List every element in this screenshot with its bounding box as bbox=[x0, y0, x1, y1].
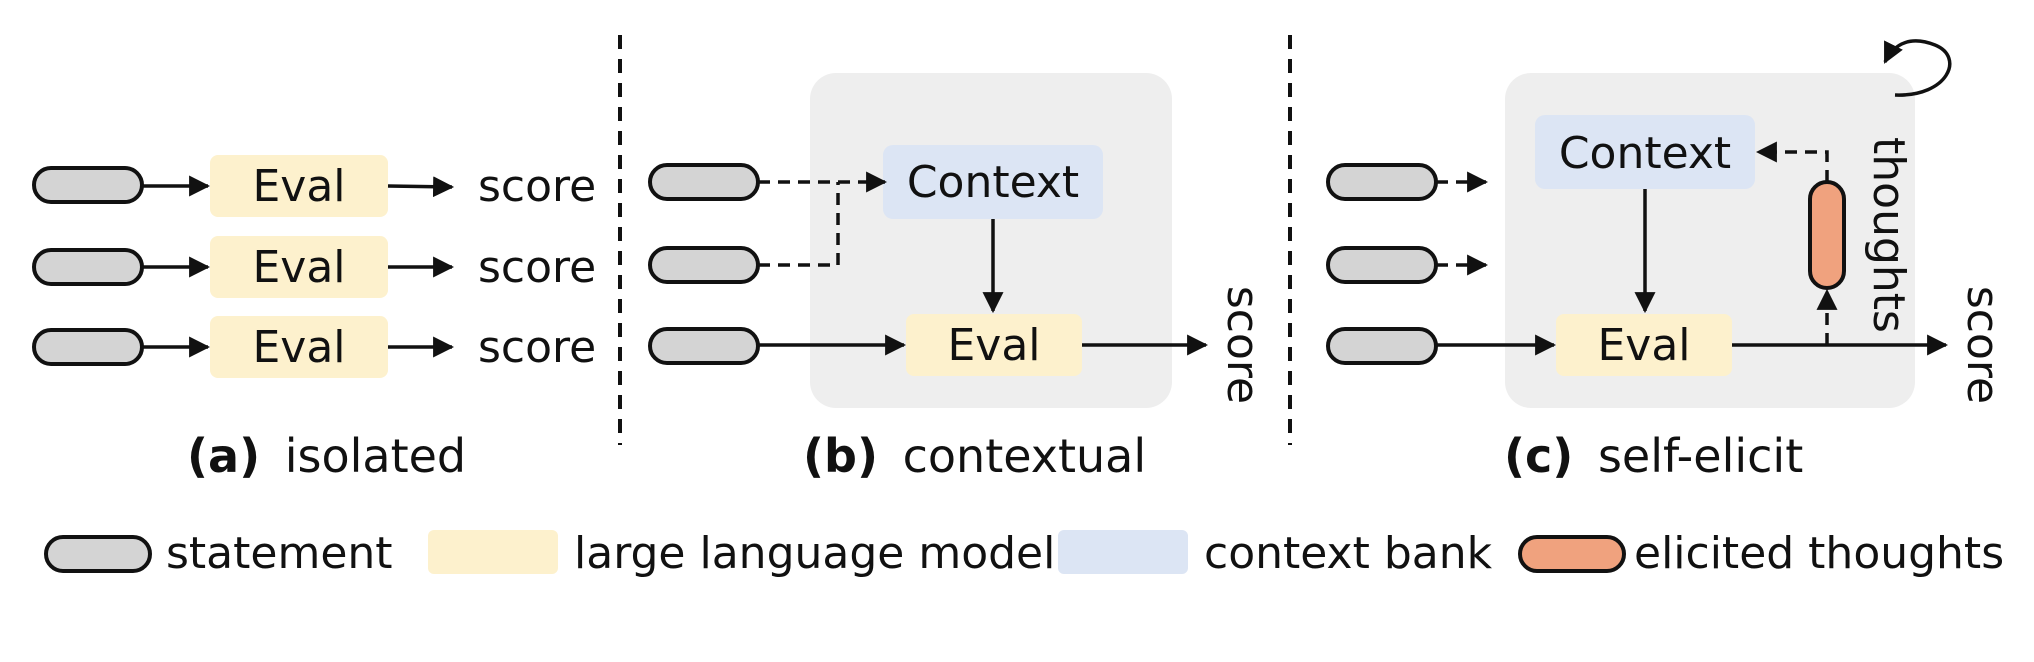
panel-a-tag: (a) bbox=[187, 429, 260, 483]
score-label: score bbox=[478, 242, 596, 293]
eval-label: Eval bbox=[947, 320, 1040, 371]
eval-label: Eval bbox=[1597, 320, 1690, 371]
llm-eval-box bbox=[906, 314, 1082, 376]
panel-c-tag: (c) bbox=[1504, 429, 1573, 483]
score-label: score bbox=[478, 322, 596, 373]
legend-thoughts-label: elicited thoughts bbox=[1634, 528, 2004, 579]
context-label: Context bbox=[907, 157, 1079, 208]
panel-b-name: contextual bbox=[903, 429, 1147, 483]
statement-pill bbox=[32, 328, 144, 366]
eval-label: Eval bbox=[252, 242, 345, 293]
panel-b-tag: (b) bbox=[803, 429, 878, 483]
llm-eval-box bbox=[210, 236, 388, 298]
statement-pill bbox=[648, 327, 760, 365]
context-bank-box bbox=[883, 145, 1103, 219]
statement-pill bbox=[1326, 327, 1438, 365]
score-label: score bbox=[478, 161, 596, 212]
legend-context-label: context bank bbox=[1204, 528, 1493, 579]
thoughts-pill bbox=[1808, 180, 1846, 290]
legend-context-swatch bbox=[1058, 530, 1188, 574]
eval-label: Eval bbox=[252, 161, 345, 212]
statement-pill bbox=[32, 166, 144, 204]
panel-c-name: self-elicit bbox=[1598, 429, 1803, 483]
score-label: score bbox=[1957, 286, 2008, 404]
legend: statement large language model context b… bbox=[44, 528, 2004, 579]
statement-pill bbox=[1326, 163, 1438, 201]
eval-label: Eval bbox=[252, 322, 345, 373]
panel-a-name: isolated bbox=[285, 429, 466, 483]
panel-a-caption: (a) isolated bbox=[187, 429, 466, 483]
context-bank-box bbox=[1535, 115, 1755, 189]
context-label: Context bbox=[1559, 128, 1731, 179]
legend-statement-label: statement bbox=[166, 528, 393, 579]
llm-eval-box bbox=[210, 155, 388, 217]
panel-b-contextual: Context Eval score (b) contextual bbox=[648, 73, 1268, 483]
statement-pill bbox=[648, 246, 760, 284]
statement-pill bbox=[1326, 246, 1438, 284]
legend-thoughts-swatch bbox=[1518, 535, 1626, 573]
legend-llm-swatch bbox=[428, 530, 558, 574]
loop-arrow-icon bbox=[1883, 39, 1952, 97]
legend-llm-label: large language model bbox=[574, 528, 1055, 579]
llm-eval-box bbox=[1556, 314, 1732, 376]
panel-c-caption: (c) self-elicit bbox=[1504, 429, 1803, 483]
llm-eval-box bbox=[210, 316, 388, 378]
panel-c-self-elicit: Context Eval score thoughts (c) self-eli… bbox=[1326, 39, 2008, 483]
panel-a-isolated: Eval score Eval score Eval score (a) iso… bbox=[32, 155, 596, 483]
score-label: score bbox=[1217, 286, 1268, 404]
thoughts-label: thoughts bbox=[1863, 137, 1914, 333]
panel-b-caption: (b) contextual bbox=[803, 429, 1146, 483]
statement-pill bbox=[648, 163, 760, 201]
statement-pill bbox=[32, 248, 144, 286]
legend-statement-swatch bbox=[44, 535, 152, 573]
